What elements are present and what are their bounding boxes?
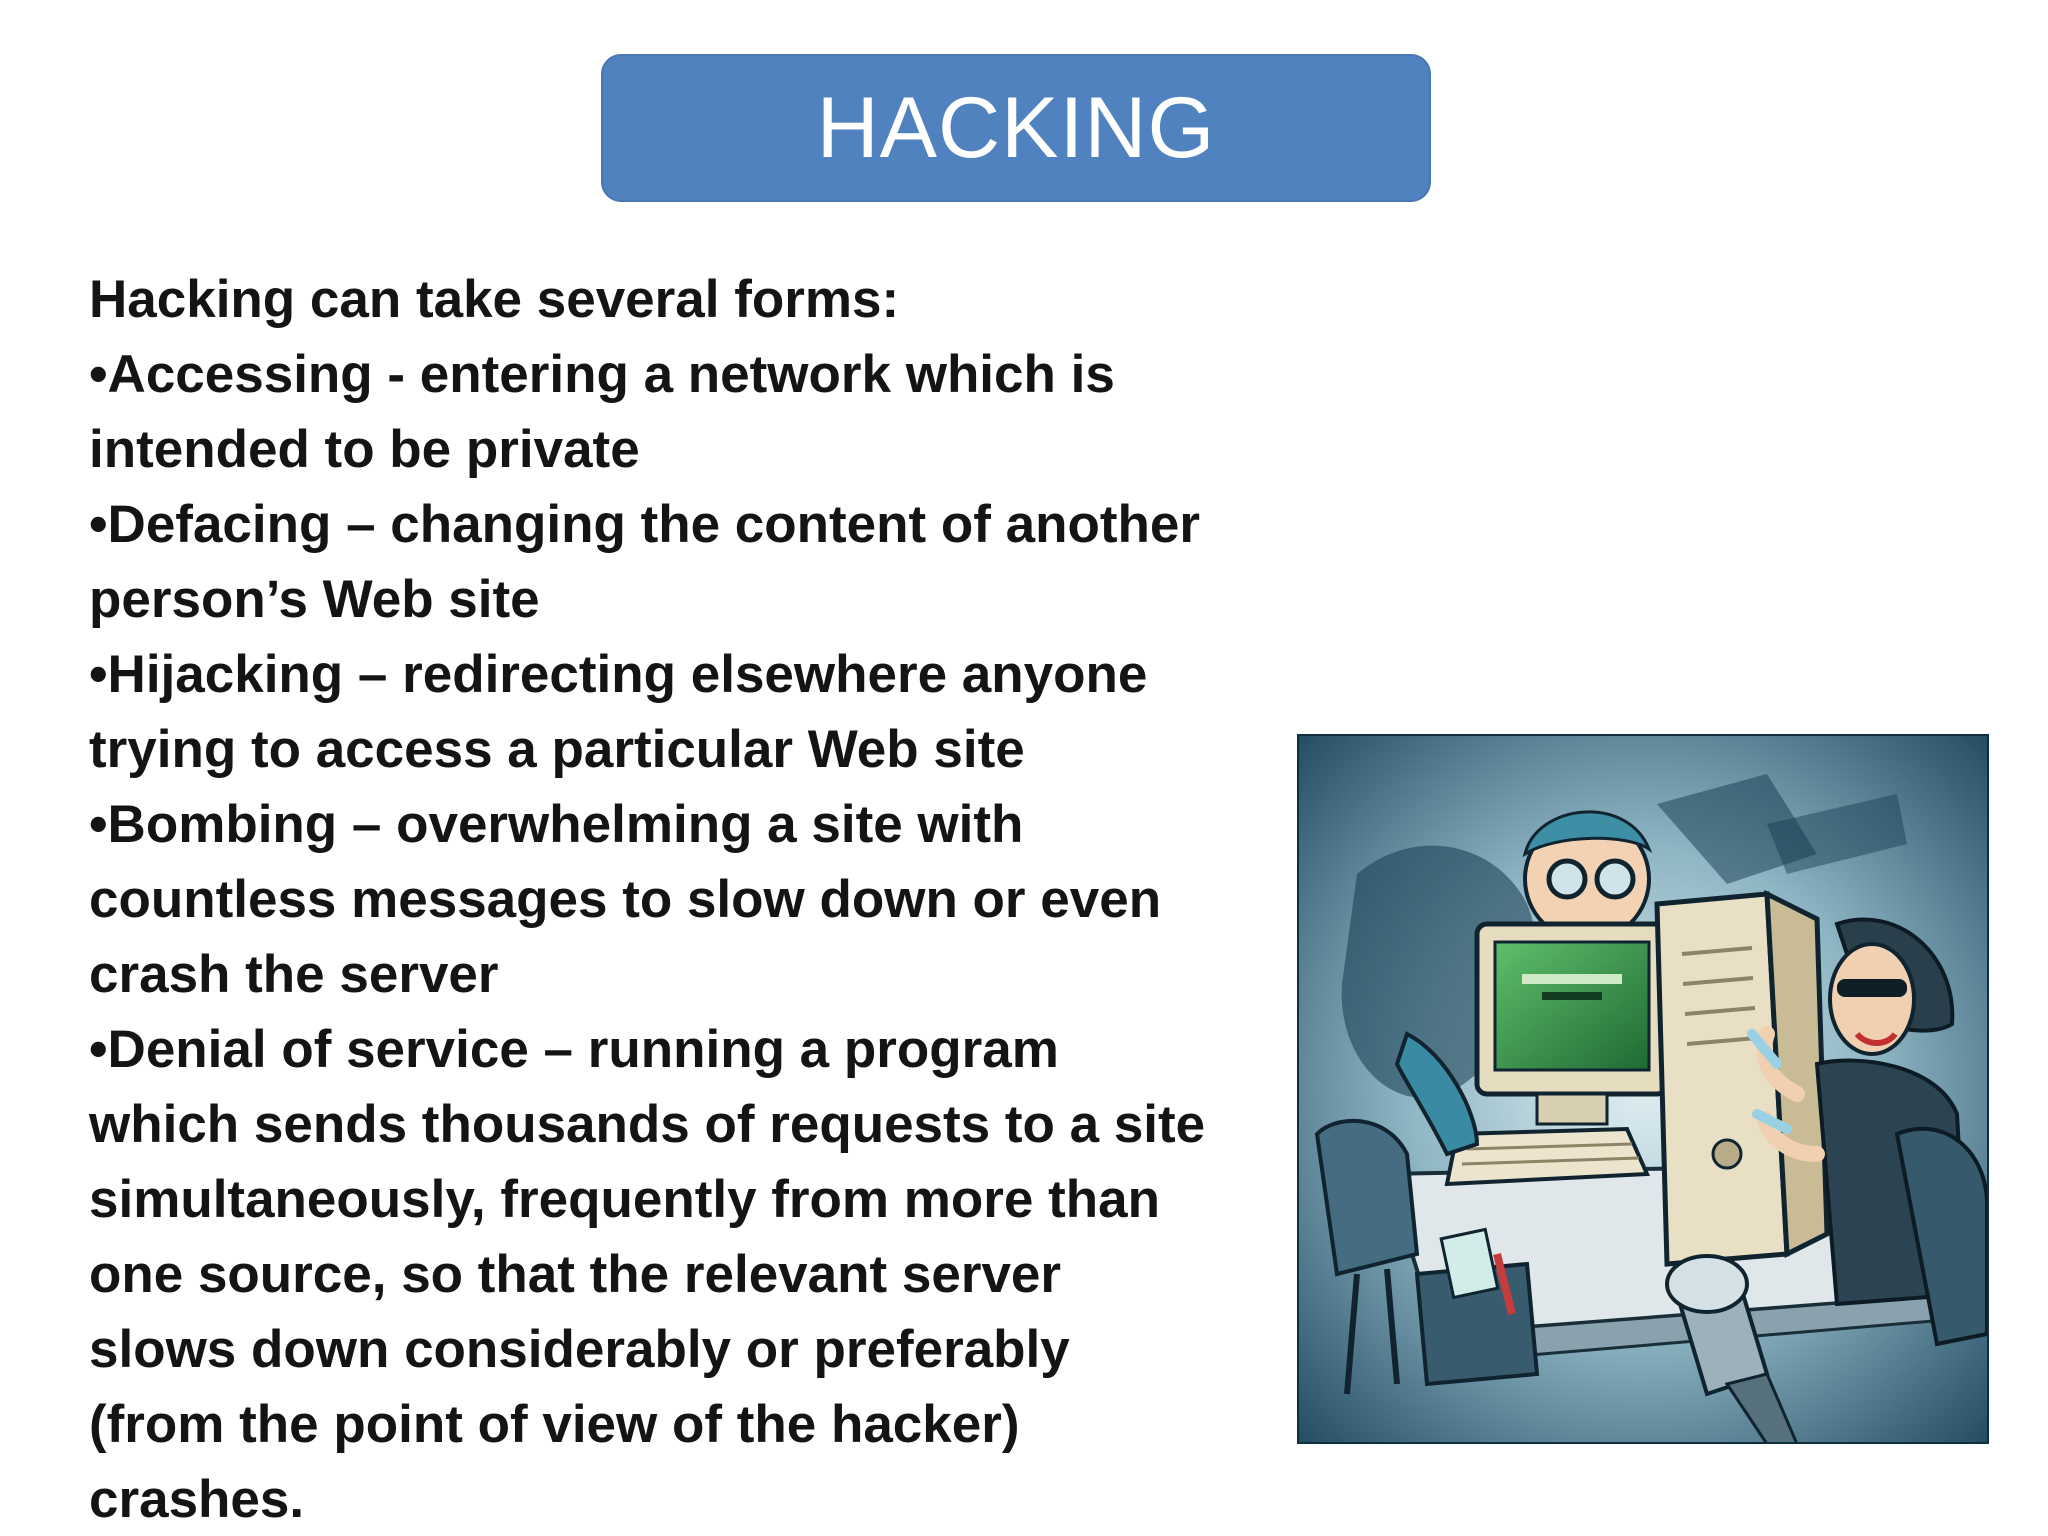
bullet-defacing-line1: •Defacing – changing the content of anot… <box>89 495 1201 554</box>
bullet-defacing-line2: person’s Web site <box>89 570 540 629</box>
bullet-hijacking-line1: •Hijacking – redirecting elsewhere anyon… <box>89 645 1148 704</box>
bullet-dos-line2: which sends thousands of requests to a s… <box>89 1095 1206 1154</box>
bullet-dos-line1: •Denial of service – running a program <box>89 1020 1059 1079</box>
title-banner: HACKING <box>601 54 1431 202</box>
bullet-bombing-line1: •Bombing – overwhelming a site with <box>89 795 1024 854</box>
hackers-illustration <box>1297 734 1989 1444</box>
bullet-accessing-line2: intended to be private <box>89 420 640 479</box>
bullet-dos-line6: (from the point of view of the hacker) <box>89 1395 1020 1454</box>
bullet-dos-line5: slows down considerably or preferably <box>89 1320 1070 1379</box>
bullet-bombing-line3: crash the server <box>89 945 499 1004</box>
hackers-illustration-svg <box>1297 734 1989 1444</box>
intro-line: Hacking can take several forms: <box>89 270 900 329</box>
bullet-bombing-line2: countless messages to slow down or even <box>89 870 1162 929</box>
bullet-dos-line3: simultaneously, frequently from more tha… <box>89 1170 1160 1229</box>
body-text: Hacking can take several forms: •Accessi… <box>89 262 1289 1536</box>
bullet-dos-line7: crashes. <box>89 1470 305 1529</box>
bullet-dos-line4: one source, so that the relevant server <box>89 1245 1062 1304</box>
slide-title: HACKING <box>816 80 1216 176</box>
bullet-hijacking-line2: trying to access a particular Web site <box>89 720 1025 779</box>
bullet-accessing-line1: •Accessing - entering a network which is <box>89 345 1115 404</box>
